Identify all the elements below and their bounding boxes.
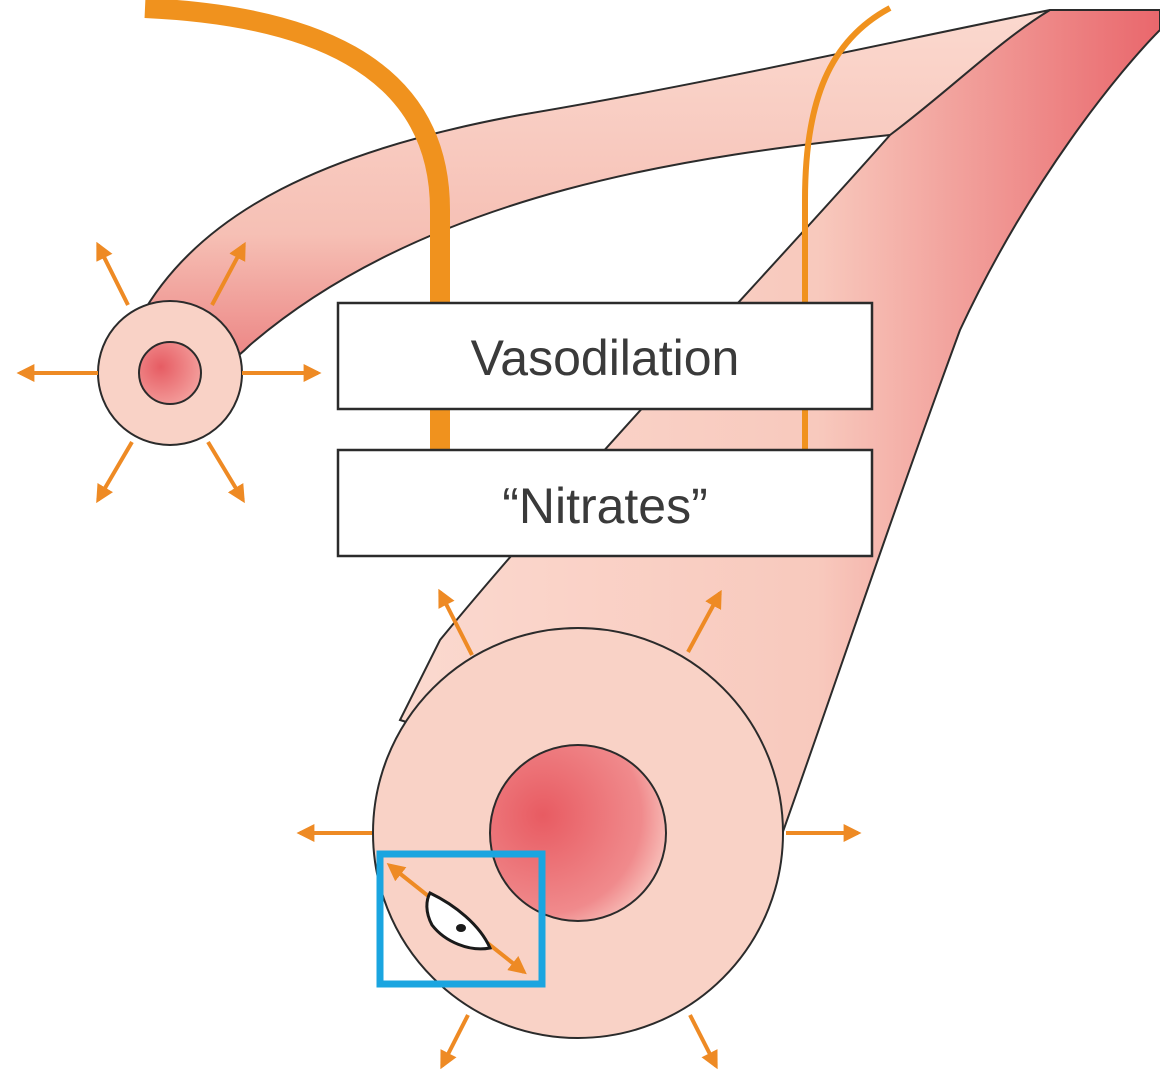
large-vessel-cross-section xyxy=(373,628,783,1038)
vasodilation-label: Vasodilation xyxy=(471,330,740,386)
nitrates-label: “Nitrates” xyxy=(502,478,708,534)
nitrates-label-box: “Nitrates” xyxy=(338,450,872,556)
small-vessel-cross-section xyxy=(98,301,242,445)
vasodilation-label-box: Vasodilation xyxy=(338,303,872,409)
